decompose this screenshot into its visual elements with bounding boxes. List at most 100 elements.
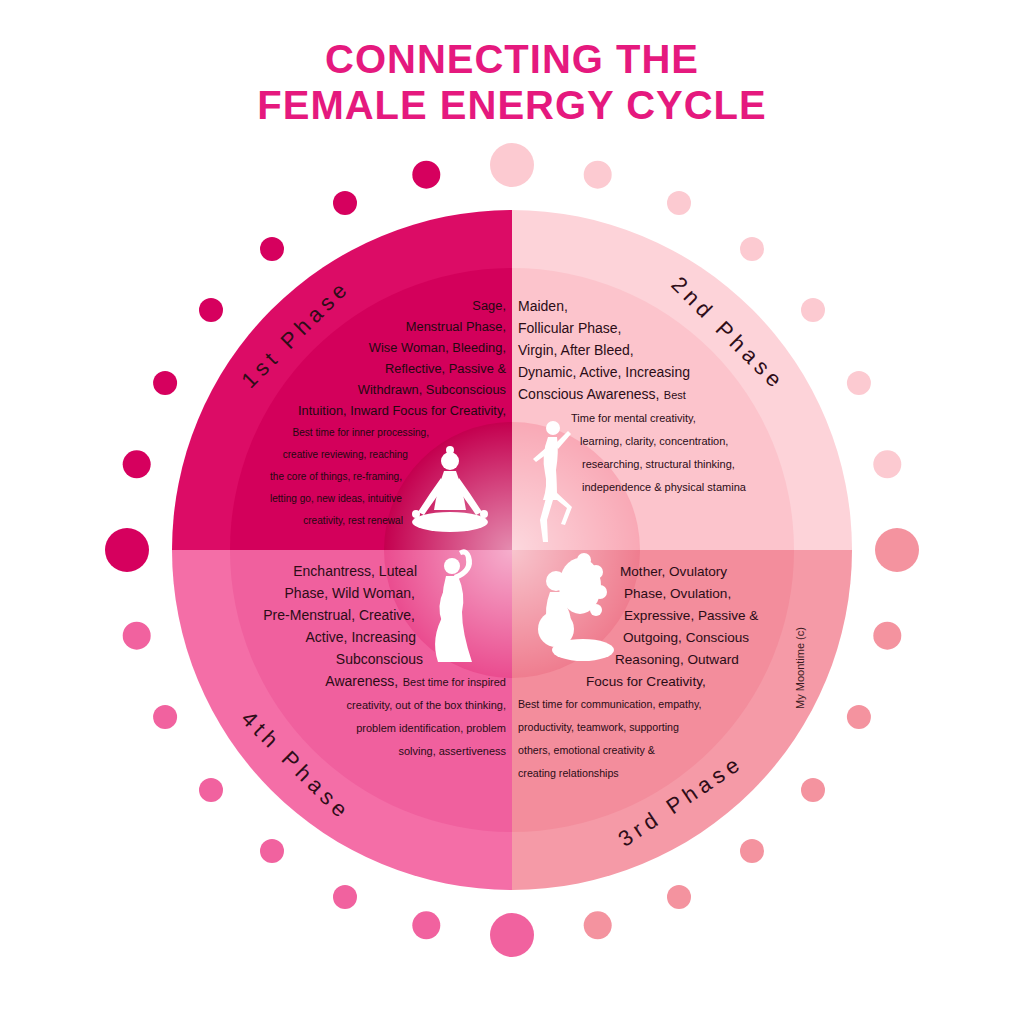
wrap-band <box>512 515 578 520</box>
wrap-band <box>758 460 852 465</box>
wrap-band <box>512 825 518 830</box>
phase-text-area: Maiden, Follicular Phase, Virgin, After … <box>512 210 852 550</box>
wrap-band <box>404 470 512 475</box>
wrap-band <box>512 800 518 805</box>
wrap-band <box>172 335 363 340</box>
wrap-band <box>172 590 254 595</box>
wrap-band <box>172 370 322 375</box>
wrap-band <box>518 250 852 255</box>
wrap-band <box>172 840 512 845</box>
wrap-band <box>402 480 512 485</box>
wrap-band <box>506 780 512 785</box>
wrap-band <box>739 420 852 425</box>
wrap-band <box>772 520 852 525</box>
wrap-band <box>512 715 518 720</box>
wrap-band <box>512 255 518 260</box>
wrap-band <box>506 400 512 405</box>
wrap-band <box>772 575 852 580</box>
wrap-band <box>763 620 852 625</box>
ring-dot <box>847 371 871 395</box>
wrap-band <box>518 280 852 285</box>
wrap-band <box>697 730 852 735</box>
ring-dot <box>584 911 612 939</box>
wrap-band <box>544 290 852 295</box>
wrap-band <box>646 770 852 775</box>
wrap-band <box>518 820 852 825</box>
wrap-band <box>572 800 852 805</box>
wrap-band <box>172 235 512 240</box>
wrap-band <box>604 305 852 310</box>
wrap-band <box>172 580 253 585</box>
wrap-band <box>172 820 512 825</box>
wrap-band <box>172 540 251 545</box>
wrap-band <box>506 380 512 385</box>
wrap-band <box>415 610 512 615</box>
wrap-band <box>752 445 852 450</box>
wrap-band <box>506 355 512 360</box>
wrap-band <box>172 470 263 475</box>
wrap-band <box>251 545 512 550</box>
wrap-band <box>506 705 512 710</box>
wrap-band <box>506 330 512 335</box>
wrap-band <box>512 655 608 660</box>
wrap-band <box>512 235 518 240</box>
wrap-band <box>637 775 852 780</box>
wrap-band <box>512 415 564 420</box>
wrap-band <box>172 410 291 415</box>
wrap-band <box>506 320 512 325</box>
wrap-band <box>512 260 518 265</box>
wrap-band <box>512 210 518 215</box>
wrap-band <box>730 690 852 695</box>
ring-dot <box>105 528 149 572</box>
wrap-band <box>512 370 518 375</box>
wrap-band <box>506 425 512 430</box>
wrap-band <box>512 485 582 490</box>
wrap-band <box>415 615 512 620</box>
wrap-band <box>506 690 512 695</box>
wrap-band <box>654 765 852 770</box>
wrap-band <box>668 755 852 760</box>
wrap-band <box>506 350 512 355</box>
wrap-band <box>512 445 579 450</box>
wrap-band <box>406 465 512 470</box>
wrap-band <box>172 600 256 605</box>
wrap-band <box>512 585 622 590</box>
wrap-band <box>415 600 512 605</box>
wrap-band <box>506 750 512 755</box>
wrap-band <box>172 525 252 530</box>
wrap-band <box>172 630 265 635</box>
wrap-band <box>518 835 852 840</box>
outer-ring <box>512 210 852 550</box>
wrap-band <box>172 535 251 540</box>
wrap-band <box>706 375 852 380</box>
wrap-band <box>429 655 512 660</box>
wrap-band <box>512 240 518 245</box>
wrap-band <box>172 670 282 675</box>
wrap-band <box>506 290 512 295</box>
wrap-band <box>172 215 512 220</box>
wrap-band <box>506 775 512 780</box>
wrap-band <box>512 670 586 675</box>
wrap-band <box>172 225 512 230</box>
wrap-band <box>512 440 577 445</box>
wrap-band <box>172 520 252 525</box>
wrap-band <box>172 450 270 455</box>
wrap-band <box>627 780 852 785</box>
ring-dot <box>333 191 357 215</box>
wrap-band <box>512 385 518 390</box>
wrap-band <box>512 425 571 430</box>
wrap-band <box>768 600 852 605</box>
wrap-band <box>506 315 512 320</box>
wrap-band <box>512 405 518 410</box>
wrap-band <box>172 705 305 710</box>
wrap-band <box>723 700 852 705</box>
wrap-band <box>767 490 852 495</box>
wrap-band <box>172 615 260 620</box>
wrap-band <box>512 780 518 785</box>
wrap-band <box>172 260 512 265</box>
wrap-band <box>506 720 512 725</box>
wrap-band <box>518 825 852 830</box>
wrap-band <box>512 360 518 365</box>
wrap-band <box>512 470 582 475</box>
wrap-band <box>506 800 512 805</box>
